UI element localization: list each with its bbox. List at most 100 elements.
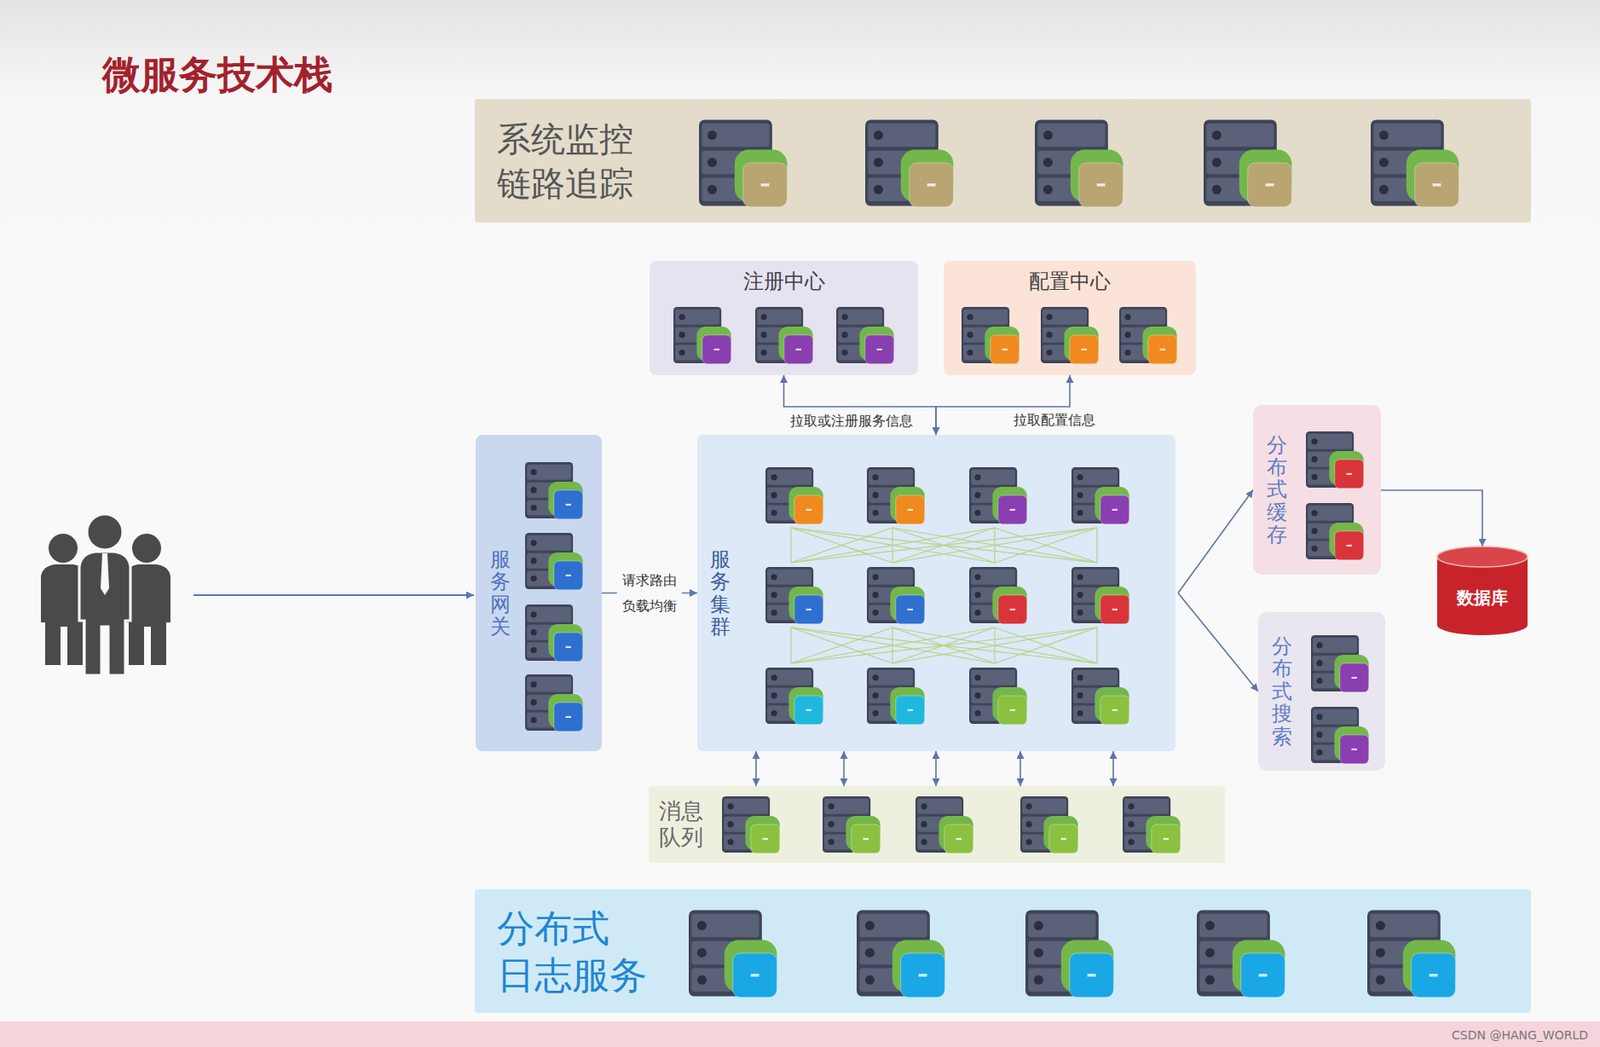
person-body (40, 564, 87, 665)
server-bay (1028, 941, 1096, 965)
server-badge-back (1070, 150, 1124, 203)
server-badge-back (1061, 940, 1115, 994)
connector (1112, 750, 1115, 786)
server-icon (969, 467, 1028, 525)
mesh-line (791, 627, 893, 664)
server-bay (970, 670, 1016, 686)
server-led (530, 681, 537, 688)
server-body (1196, 909, 1271, 996)
server-badge-back (1403, 940, 1456, 994)
server-led (865, 975, 875, 985)
mesh-line (994, 527, 1098, 563)
server-led (1316, 659, 1323, 666)
server-led (873, 157, 884, 168)
server-bay (868, 569, 913, 585)
server-bay (1073, 569, 1118, 585)
server-bay (963, 345, 1008, 361)
node-label: 服务集群 (710, 548, 731, 639)
server-bay (1028, 913, 1096, 938)
server-body (765, 566, 814, 624)
server-body (688, 909, 763, 996)
server-led (1205, 947, 1215, 958)
server-body (1034, 119, 1109, 206)
server-bay (868, 687, 913, 704)
server-bay (1312, 637, 1358, 653)
server-bay (1206, 178, 1274, 203)
server-badge-back (1406, 150, 1460, 203)
server-body (865, 119, 939, 206)
server-led (974, 473, 981, 480)
server-bay (1312, 727, 1358, 743)
node-label: 分布式搜索 (1271, 635, 1293, 748)
server-led (530, 629, 537, 636)
server-badge-mark (918, 973, 928, 977)
server-bay (701, 150, 769, 175)
server-bay (767, 569, 812, 585)
server-body (525, 462, 573, 519)
server-badge (1151, 824, 1181, 854)
server-led (827, 820, 834, 827)
connector (935, 750, 937, 786)
server-icon (836, 306, 895, 364)
server-led (707, 184, 717, 195)
server-badge-back (889, 687, 925, 722)
server-badge-mark (1081, 348, 1087, 351)
server-badge-back (1232, 940, 1286, 994)
server-led (1311, 509, 1317, 516)
server-badge (1247, 162, 1293, 208)
server-led (530, 646, 537, 653)
server-bay (1199, 913, 1267, 938)
server-badge (1411, 953, 1456, 998)
server-body (1071, 566, 1120, 624)
server-led (920, 820, 927, 827)
server-icon (865, 119, 954, 207)
node-label: 消息 队列 (658, 797, 711, 851)
server-bay (675, 327, 720, 343)
server-badge (1100, 594, 1130, 624)
server-bay (1199, 968, 1267, 993)
server-bay (917, 798, 962, 815)
server-body (1122, 796, 1171, 853)
server-led (974, 509, 981, 516)
server-bay (675, 309, 720, 325)
server-led (974, 710, 981, 717)
server-led (1076, 591, 1083, 598)
server-badge-back (1145, 815, 1180, 850)
server-badge-back (984, 326, 1019, 361)
monitor-band: 系统监控 链路追踪 (474, 98, 1531, 223)
server-bay (1073, 605, 1118, 621)
server-led (530, 504, 537, 511)
server-bay (837, 309, 883, 325)
server-bay (1206, 150, 1274, 175)
server-badge-mark (806, 608, 812, 611)
server-bay (1369, 968, 1438, 993)
gateway-box: 服务网关 (475, 434, 602, 751)
server-led (1316, 641, 1323, 648)
server-icon (969, 667, 1028, 725)
node-label: 注册中心 (743, 267, 826, 295)
server-led (974, 692, 981, 699)
server-badge (1415, 162, 1460, 208)
server-icon (1119, 306, 1178, 364)
server-badge-mark (907, 709, 913, 711)
server-bay (767, 687, 812, 704)
server-led (1124, 349, 1131, 356)
node-label: 服务网关 (490, 548, 511, 639)
server-bay (1073, 670, 1118, 686)
server-badge-mark (762, 837, 769, 840)
server-led (872, 509, 878, 516)
server-icon (856, 909, 945, 997)
server-icon (525, 532, 584, 590)
server-bay (1312, 673, 1358, 689)
server-bay (1373, 123, 1441, 148)
server-led (760, 313, 767, 320)
server-icon (1025, 909, 1114, 997)
server-bay (1307, 469, 1352, 486)
server-badge (784, 335, 814, 364)
server-badge (1079, 162, 1124, 208)
server-bay (1120, 345, 1166, 361)
server-led (1379, 184, 1389, 195)
server-body (856, 909, 930, 996)
person-body (79, 551, 131, 676)
server-body (969, 667, 1017, 724)
